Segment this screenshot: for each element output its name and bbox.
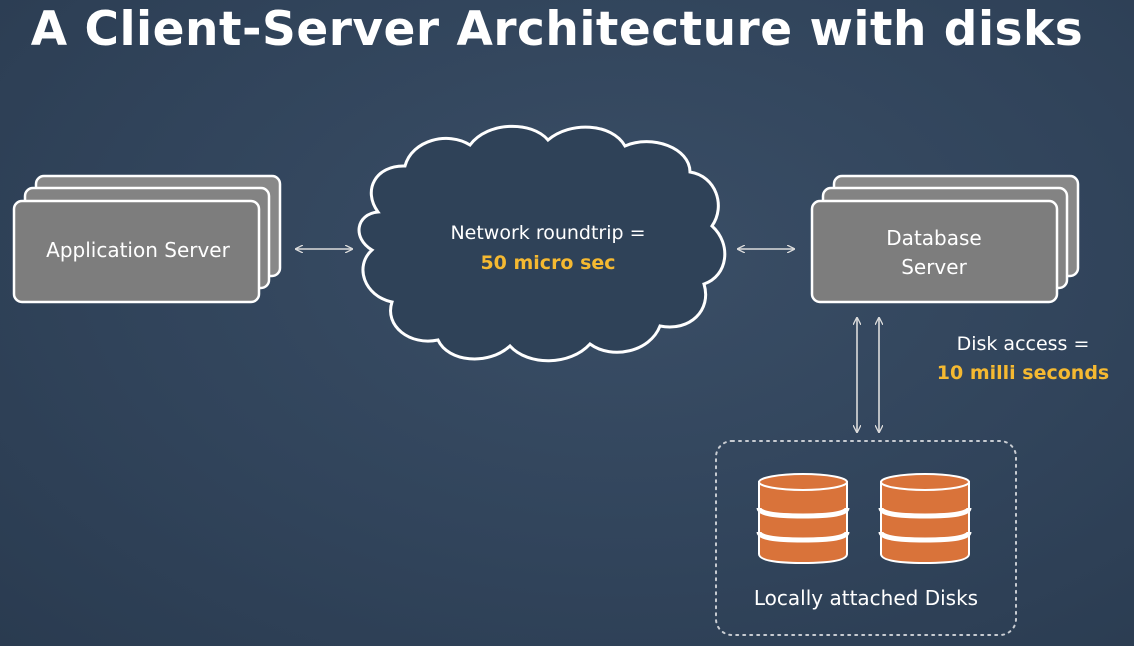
network-latency-label: Network roundtrip =: [450, 222, 646, 244]
network-latency-value: 50 micro sec: [480, 252, 616, 274]
disk-icon: [878, 473, 972, 565]
db-server-stack: [810, 174, 1080, 304]
app-server-stack: [12, 174, 282, 304]
db-server-label: Database Server: [886, 226, 982, 279]
network-cloud: [357, 124, 727, 363]
app-server-box: [12, 199, 261, 304]
app-server-label: Application Server: [46, 238, 230, 262]
slide-title: A Client-Server Architecture with disks: [30, 2, 1084, 57]
disks-caption: Locally attached Disks: [753, 586, 979, 610]
disks-container: [715, 440, 1017, 636]
disk-access-value: 10 milli seconds: [936, 362, 1110, 384]
db-server-box: [810, 199, 1059, 304]
disk-icon: [756, 473, 850, 565]
disk-access-label: Disk access =: [956, 333, 1090, 355]
